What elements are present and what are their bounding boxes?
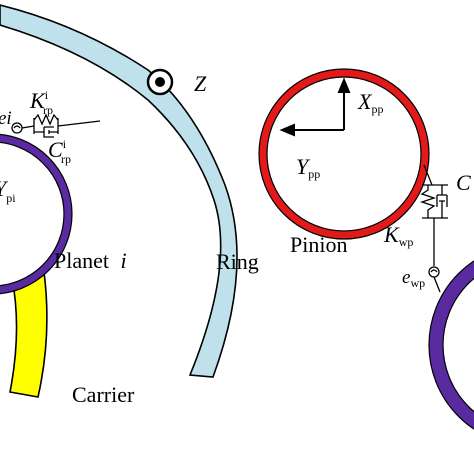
rp-damper-icon: [34, 126, 58, 138]
y-pp-label: Ypp: [296, 154, 320, 181]
y-pp-sub: pp: [308, 167, 320, 181]
c-wp-partial-label: C: [456, 170, 471, 195]
k-wp-sub: wp: [399, 235, 414, 249]
planet-coord-sub: pi: [6, 191, 16, 205]
ring-planet-mesh-element: [11, 113, 101, 138]
ring-label: Ring: [216, 249, 259, 274]
wp-error-source-icon: [428, 266, 440, 278]
planet-gear-outline-inner: [0, 141, 65, 287]
wheel-gear-outline-inner: [442, 277, 474, 413]
c-rp-sup: i: [63, 137, 67, 151]
wp-spring-icon: [419, 185, 437, 218]
wheel-gear: [429, 260, 474, 430]
planet-coord-main: Y: [0, 176, 9, 201]
planet-label: Planet i: [54, 248, 127, 273]
wheel-gear-outline-outer: [428, 260, 474, 430]
c-rp-sub: rp: [61, 152, 71, 166]
planet-index: i: [121, 248, 127, 273]
e-wp-main: e: [402, 267, 410, 288]
x-pp-main: X: [357, 89, 373, 114]
x-pp-label: Xpp: [357, 89, 383, 116]
e-wp-sub: wp: [410, 276, 425, 290]
planet-gear-outline-outer: [0, 133, 73, 295]
pinion-outline-outer: [258, 68, 430, 240]
pinion-outline-inner: [266, 76, 422, 232]
y-axis-arrow-icon: [279, 123, 295, 137]
pinion-gear: [259, 69, 429, 239]
y-pp-main: Y: [296, 154, 311, 179]
mesh-error-source-icon: [11, 122, 23, 134]
carrier-arm: [9, 271, 48, 398]
pinion-wheel-mesh-element: [419, 164, 448, 293]
k-rp-sub: rp: [43, 103, 53, 117]
ring-gear: [0, 4, 238, 378]
z-axis-dot: [155, 77, 165, 87]
x-pp-sub: pp: [371, 102, 383, 116]
e-wp-label: ewp: [402, 267, 425, 290]
pinion-label: Pinion: [290, 232, 347, 257]
carrier-label: Carrier: [72, 382, 135, 407]
c-rp-main: C: [48, 137, 63, 162]
k-wp-label: Kwp: [383, 222, 413, 249]
rp-spring-icon: [33, 113, 59, 126]
z-axis-label: Z: [194, 71, 207, 96]
k-rp-main: K: [29, 88, 46, 113]
pinion-axes: [279, 77, 351, 137]
planet-gear: [0, 134, 72, 294]
e-rp-partial-label: ei: [0, 108, 12, 129]
k-wp-main: K: [383, 222, 400, 247]
planet-label-text: Planet: [54, 248, 109, 273]
x-axis-arrow-icon: [337, 77, 351, 93]
wp-damper-icon: [436, 185, 448, 218]
planet-coord-label: Ypi: [0, 176, 16, 205]
k-rp-sup: i: [45, 88, 49, 102]
